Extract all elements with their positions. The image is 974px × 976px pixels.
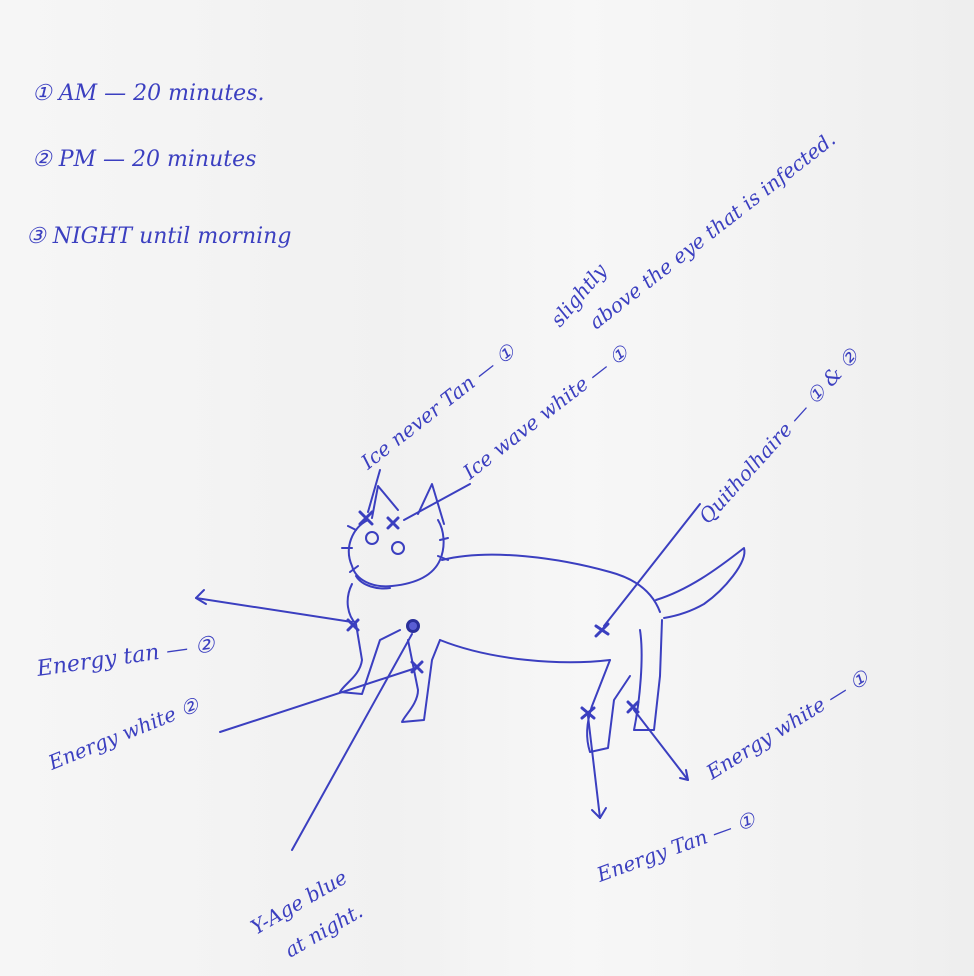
schedule-item-1: ① AM — 20 minutes. bbox=[32, 81, 264, 106]
label-energy-tan-left: Energy tan — ② bbox=[34, 632, 217, 682]
annotation-pointers bbox=[195, 469, 701, 851]
label-energy-white-left: Energy white ② bbox=[44, 692, 203, 775]
label-energy-white-right: Energy white — ① bbox=[701, 665, 873, 785]
label-above-eye: above the eye that is infected. bbox=[584, 127, 840, 334]
schedule-item-2: ② PM — 20 minutes bbox=[32, 147, 256, 172]
label-energy-tan-bottom: Energy Tan — ① bbox=[593, 807, 760, 887]
label-quitholhaire: Quitholhaire — ① & ② bbox=[694, 343, 864, 528]
schedule-item-3: ③ NIGHT until morning bbox=[26, 224, 291, 249]
